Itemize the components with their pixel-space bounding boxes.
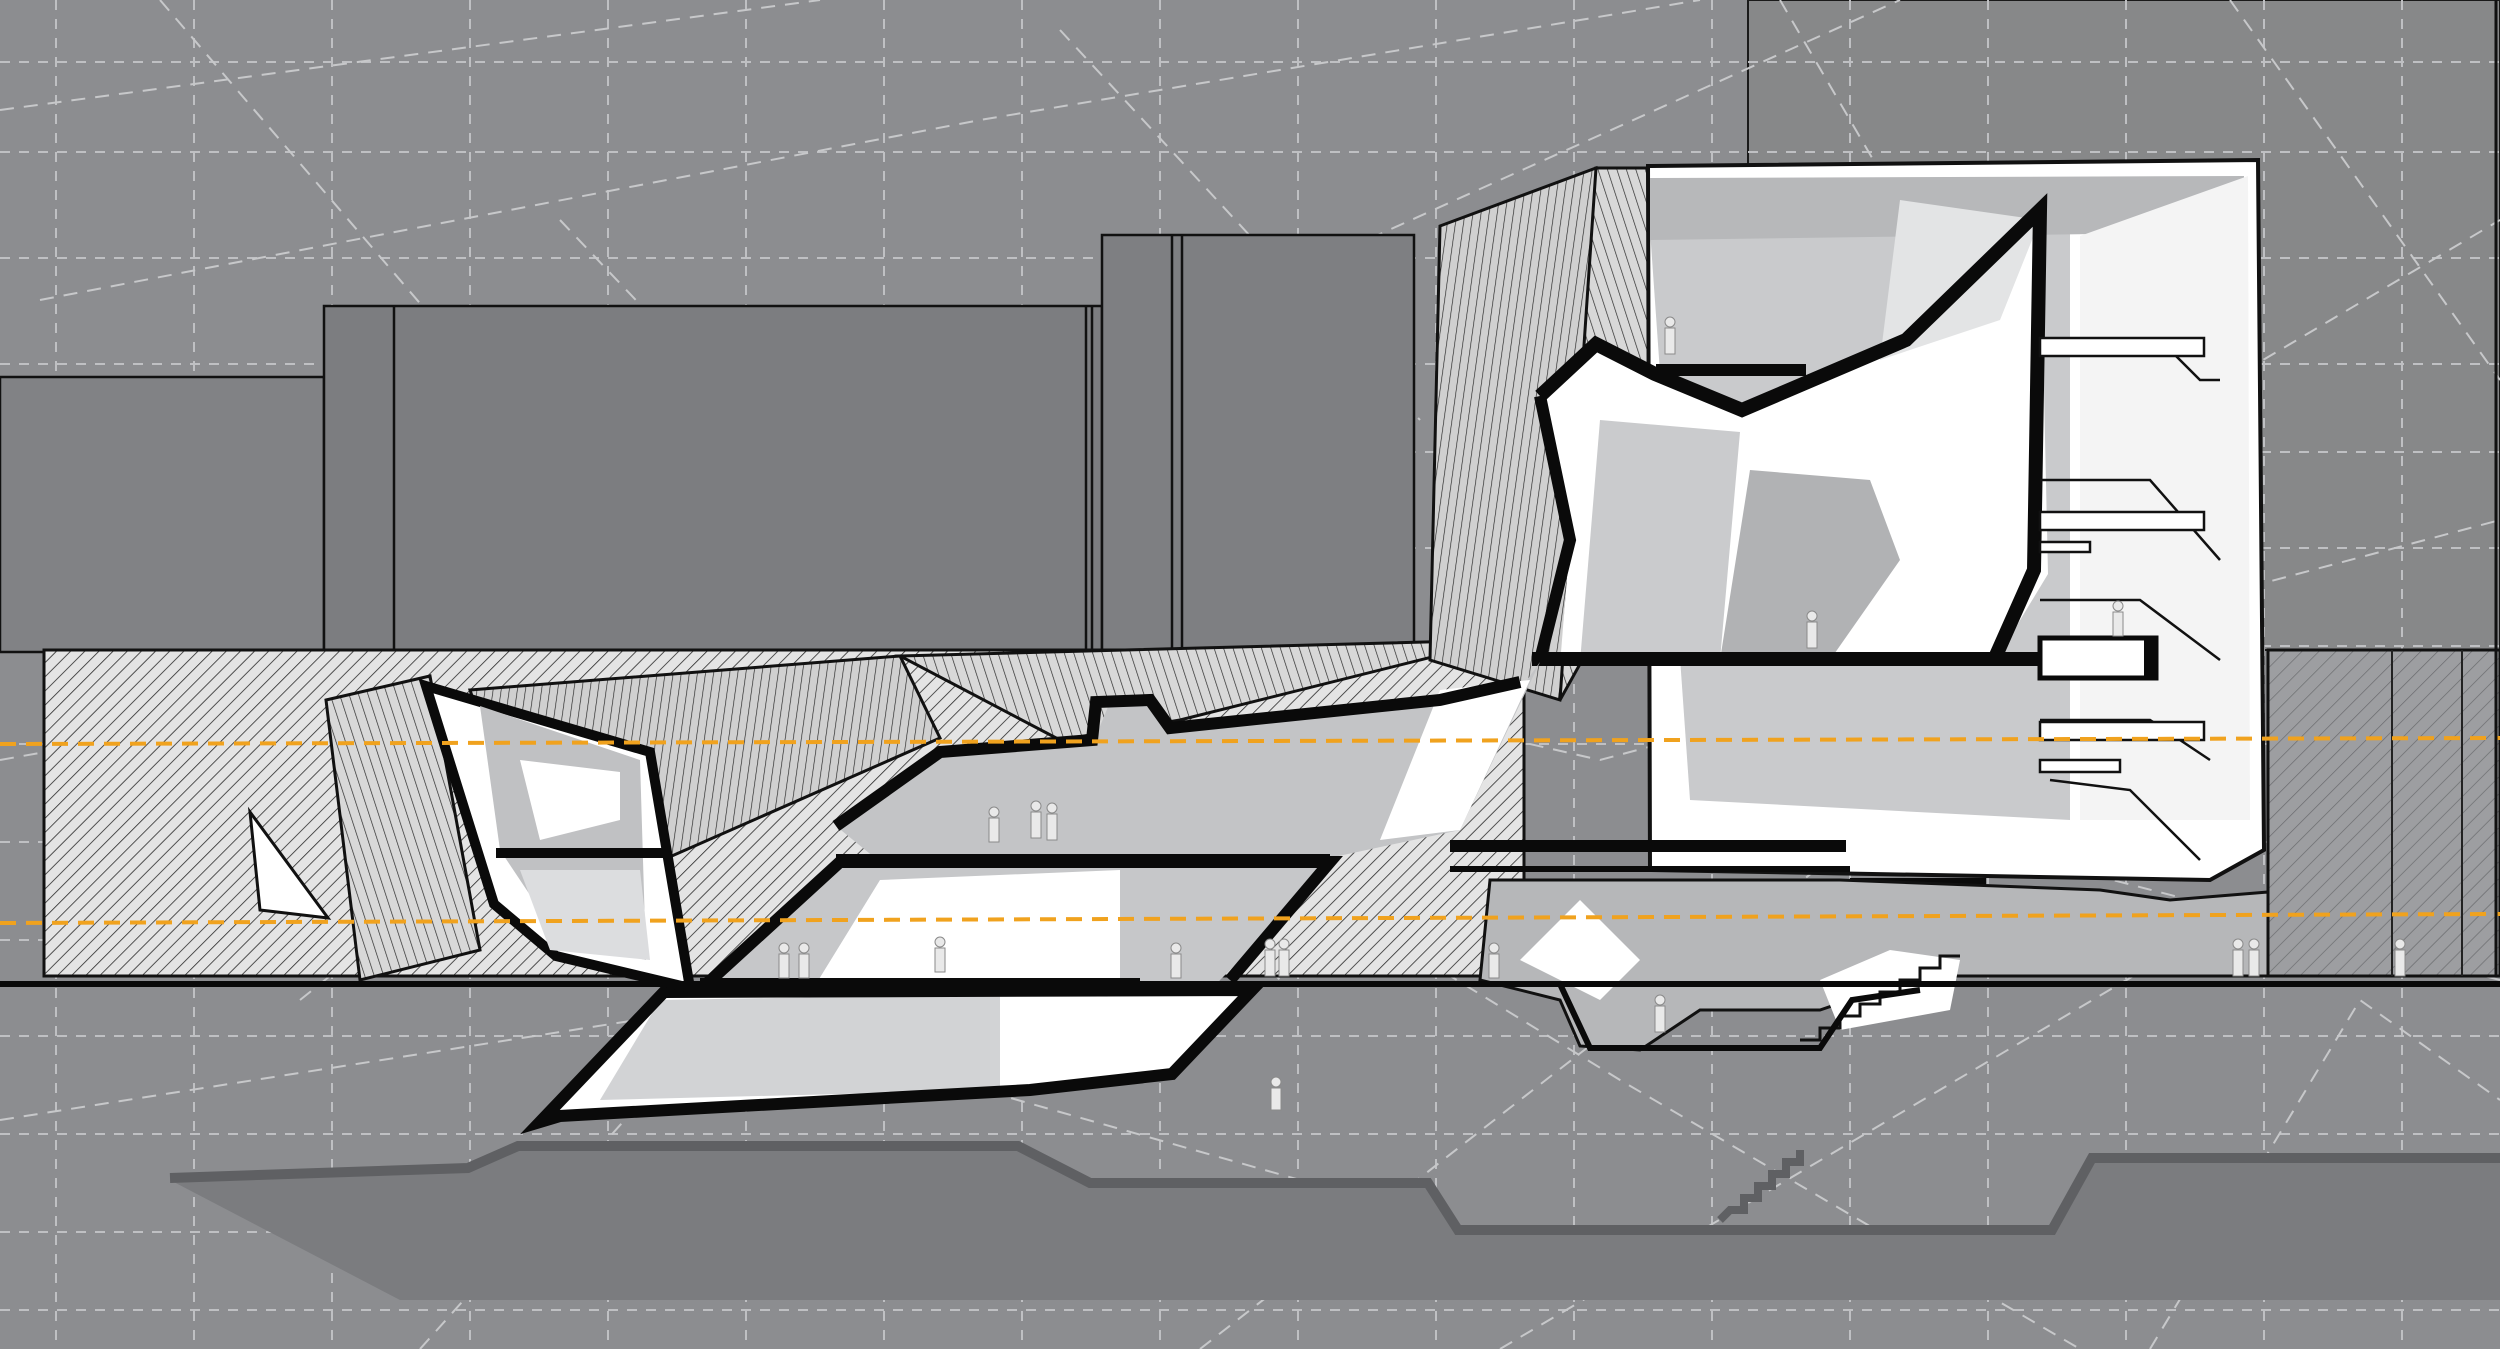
background-buildings: [0, 233, 1416, 654]
human-figures: [778, 316, 2406, 1111]
middle-cut: [832, 676, 1522, 831]
middle-gallery-light: [1380, 680, 1530, 840]
upper-crystal-shade: [1580, 420, 1740, 662]
floor-slabs: [1450, 635, 2159, 892]
upper-crystal-facet: [1720, 470, 1900, 660]
sunken-court: [1557, 982, 1921, 1051]
shadow-stair: [1717, 1150, 1804, 1223]
basement-wedge-cut: [520, 983, 1267, 1135]
ground-shadow: [170, 1148, 2500, 1300]
shadow-outline: [169, 1141, 2500, 1235]
left-triangle: [247, 806, 332, 920]
basement-wedge-shade: [600, 994, 1000, 1100]
datum-lines: [0, 736, 2500, 925]
lower-gallery-light: [800, 870, 1120, 1010]
stair-landings: [2038, 336, 2206, 774]
upper-crystal-cut: [1535, 193, 2048, 663]
podium-right: [2266, 648, 2500, 978]
